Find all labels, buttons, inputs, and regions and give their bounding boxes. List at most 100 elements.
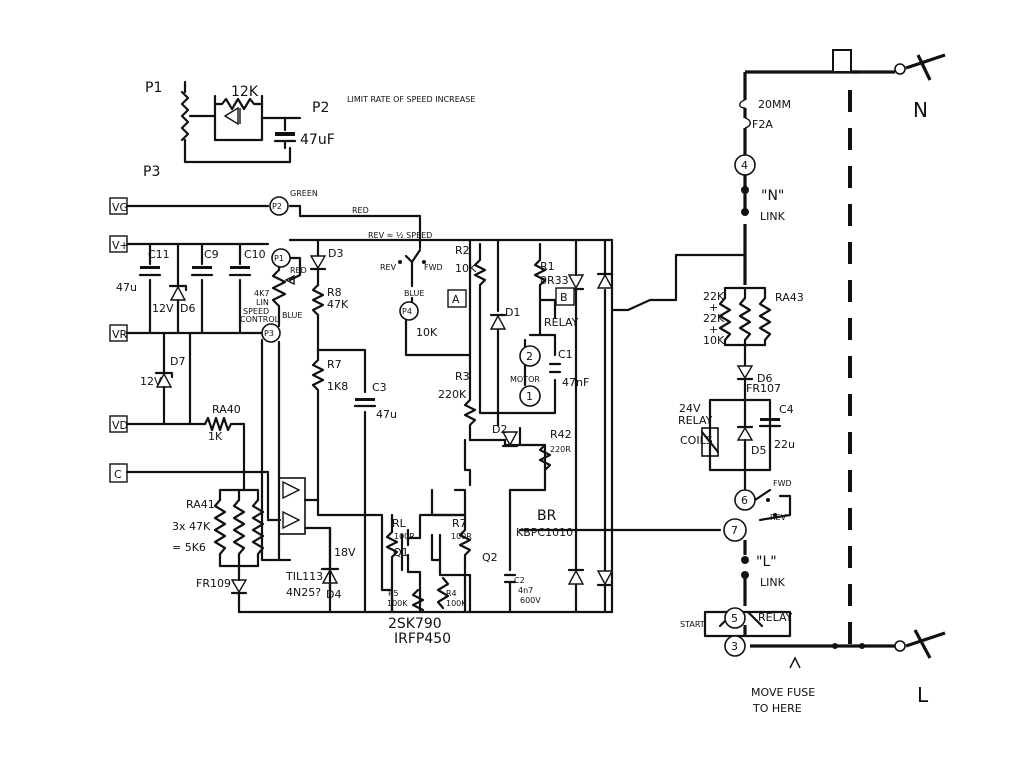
c11-label: C11 bbox=[148, 248, 170, 261]
labels-mid: 4K7 LIN SPEED CONTROL D3 R8 47K R7 1K8 C… bbox=[240, 231, 589, 647]
move-fuse-note2: TO HERE bbox=[752, 702, 802, 715]
opto-label: TIL113 bbox=[285, 570, 323, 583]
c3-value: 47u bbox=[376, 408, 397, 421]
mains-switch-top bbox=[832, 49, 946, 659]
node-p3: P3 bbox=[264, 329, 274, 338]
c4-value: 22u bbox=[774, 438, 795, 451]
d7-voltage: 12V bbox=[140, 375, 162, 388]
c4-label: C4 bbox=[779, 403, 794, 416]
ra43-plus2: + bbox=[709, 323, 718, 336]
wire-blue2-label: BLUE bbox=[404, 289, 424, 298]
fr109-label: FR109 bbox=[196, 577, 231, 590]
relay-coils: COILS bbox=[680, 434, 713, 447]
c1-label: C1 bbox=[558, 348, 573, 361]
n-link-label2: LINK bbox=[760, 210, 786, 223]
fuse-rating: F2A bbox=[752, 118, 773, 131]
q1-label: Q1 bbox=[393, 546, 409, 559]
wire-red2-label: RED bbox=[290, 266, 307, 275]
l-link-label2: LINK bbox=[760, 576, 786, 589]
wire-green-label: GREEN bbox=[290, 189, 318, 198]
box-b: B bbox=[560, 291, 568, 304]
br-label: BR bbox=[537, 508, 557, 524]
r10k-label: 10K bbox=[416, 326, 438, 339]
ra43-value-a: 22K bbox=[703, 290, 725, 303]
d6-label: D6 bbox=[180, 302, 195, 315]
br-value: KBPC1010 bbox=[516, 526, 573, 539]
rev-speed-note: REV ≈ ½ SPEED bbox=[368, 231, 432, 240]
r3-value: 220K bbox=[438, 388, 467, 401]
start-relay-label: RELAY bbox=[758, 611, 793, 624]
d7-label: D7 bbox=[170, 355, 185, 368]
r8-label: R8 bbox=[327, 286, 342, 299]
d6r-label: D6 bbox=[757, 372, 772, 385]
r42-value: 220R bbox=[550, 445, 571, 454]
speed-pot-label1: SPEED bbox=[243, 307, 269, 316]
ra40-label: RA40 bbox=[212, 403, 241, 416]
rail-vr: VR bbox=[112, 328, 128, 341]
c2-label: C2 bbox=[514, 576, 525, 585]
r7-value: 1K8 bbox=[327, 380, 348, 393]
d2-label: D2 bbox=[492, 423, 507, 436]
ra43-label: RA43 bbox=[775, 291, 804, 304]
c2-value: 4n7 bbox=[518, 586, 533, 595]
motor-label: MOTOR bbox=[510, 375, 540, 384]
pot-resistor-label: 12K bbox=[231, 84, 259, 100]
main-wiring bbox=[125, 70, 900, 669]
labels-right: 20MM F2A "N" LINK 22K + 22K + 10K RA43 D… bbox=[678, 98, 929, 715]
circled-nodes: P2 P1 P3 P4 2 1 4 6 7 5 3 bbox=[261, 99, 756, 657]
ra40-value: 1K bbox=[208, 430, 223, 443]
fuse-size: 20MM bbox=[758, 98, 791, 111]
d3-label: D3 bbox=[328, 247, 343, 260]
r5-value: 100K bbox=[387, 599, 408, 608]
r3-label: R3 bbox=[455, 370, 470, 383]
move-fuse-note1: MOVE FUSE bbox=[751, 686, 815, 699]
fwd-label: FWD bbox=[424, 263, 443, 272]
p3-label: P3 bbox=[143, 164, 160, 180]
rl-value: 100R bbox=[394, 532, 415, 541]
r2-value: 10K bbox=[455, 262, 477, 275]
ra43-value-b: 22K bbox=[703, 312, 725, 325]
wire-red-label: RED bbox=[352, 206, 369, 215]
r7b-value: 100R bbox=[451, 532, 472, 541]
node-p4: P4 bbox=[402, 307, 412, 316]
c1-value: 47nF bbox=[562, 376, 589, 389]
node-p1: P1 bbox=[274, 254, 284, 263]
n-link-label1: "N" bbox=[761, 188, 784, 204]
node-6: 6 bbox=[741, 494, 748, 507]
c3-label: C3 bbox=[372, 381, 387, 394]
d1-label: D1 bbox=[505, 306, 520, 319]
node-3: 3 bbox=[731, 640, 738, 653]
fet-part2: IRFP450 bbox=[394, 631, 451, 647]
rail-c: C bbox=[114, 468, 122, 481]
d5-label: D5 bbox=[751, 444, 766, 457]
node-1: 1 bbox=[526, 390, 533, 403]
p2-label: P2 bbox=[312, 100, 329, 116]
p1-label: P1 bbox=[145, 80, 162, 96]
speed-pot-label2: CONTROL bbox=[240, 315, 280, 324]
start-label: START bbox=[680, 620, 705, 629]
c11-value: 47u bbox=[116, 281, 137, 294]
ra43-value-c: 10K bbox=[703, 334, 725, 347]
r1-label: R1 bbox=[540, 260, 555, 273]
ra41-value2: = 5K6 bbox=[172, 541, 206, 554]
labels-left: C11 C9 C10 47u 12V D6 D7 12V RA40 1K RA4… bbox=[116, 248, 266, 590]
c10-label: C10 bbox=[244, 248, 266, 261]
r4-value: 100K bbox=[446, 599, 467, 608]
c2-voltage: 600V bbox=[520, 596, 541, 605]
rail-terminals: VG V+ VR VD C bbox=[109, 197, 129, 483]
r2-label: R2 bbox=[455, 244, 470, 257]
wire-blue-label: BLUE bbox=[282, 311, 302, 320]
node-5: 5 bbox=[731, 612, 738, 625]
labels-wires: GREEN RED RED BLUE BLUE bbox=[282, 189, 424, 320]
l-link-label1: "L" bbox=[756, 554, 777, 570]
node-p2: P2 bbox=[272, 202, 282, 211]
speed-pot-taper: LIN bbox=[256, 298, 269, 307]
rail-vg: VG bbox=[112, 201, 128, 214]
rev-relay-label: REV bbox=[770, 513, 787, 522]
d4-label: D4 bbox=[326, 588, 341, 601]
rev-label: REV bbox=[380, 263, 397, 272]
fwd-relay-label: FWD bbox=[773, 479, 792, 488]
terminal-n: N bbox=[913, 98, 928, 122]
fet-part1: 2SK790 bbox=[388, 616, 442, 632]
